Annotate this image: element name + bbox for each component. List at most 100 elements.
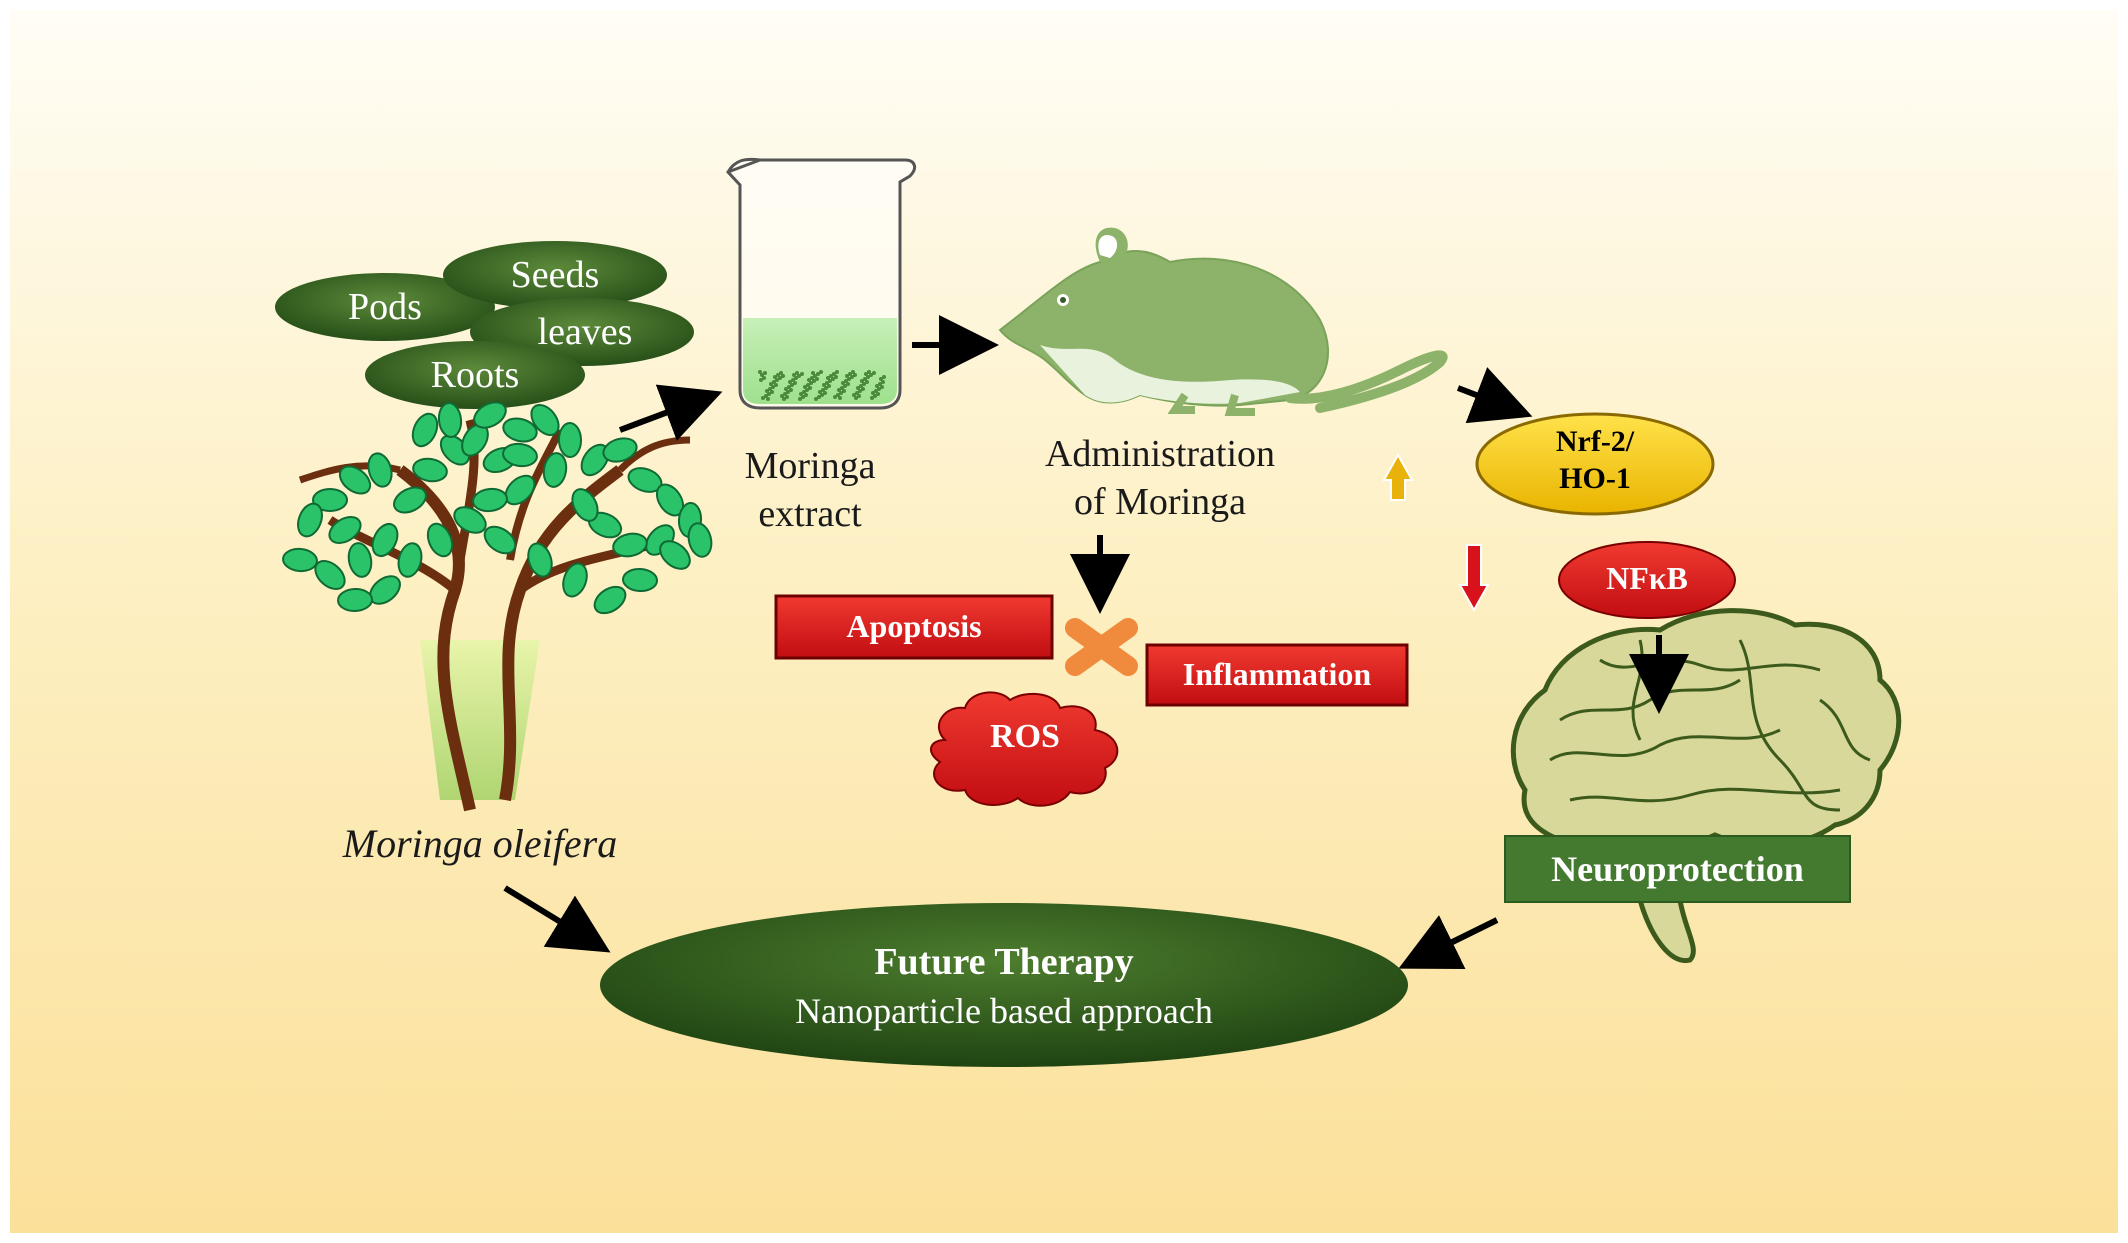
speckle xyxy=(797,374,801,378)
speckle xyxy=(854,396,858,400)
leaf xyxy=(314,559,346,591)
speckle xyxy=(766,397,770,401)
speckle xyxy=(839,391,843,395)
speckle xyxy=(862,382,866,386)
speckle xyxy=(876,392,880,396)
apoptosis-label: Apoptosis xyxy=(846,608,982,644)
speckle xyxy=(785,395,789,399)
speckle xyxy=(857,394,861,398)
leaf xyxy=(502,442,538,468)
pods-label: Pods xyxy=(348,286,422,328)
speckle xyxy=(834,375,838,379)
speckle xyxy=(822,383,826,387)
leaf xyxy=(426,522,454,558)
leaf xyxy=(453,506,487,534)
speckle xyxy=(828,379,832,383)
roots-label: Roots xyxy=(430,354,520,396)
speckle xyxy=(775,378,779,382)
speckle xyxy=(844,379,848,383)
ros-cloud xyxy=(930,691,1119,807)
leaf xyxy=(437,402,463,438)
speckle xyxy=(832,372,836,376)
speckle xyxy=(802,390,806,394)
leaf xyxy=(338,465,372,495)
leaf xyxy=(612,532,648,558)
speckle xyxy=(806,383,810,387)
leaf xyxy=(393,486,427,514)
leaf xyxy=(659,540,691,570)
apoptosis-box xyxy=(774,594,1054,660)
nrf2-label-line1: Nrf-2/ xyxy=(1555,425,1635,458)
speckle xyxy=(840,386,844,390)
speckle xyxy=(779,371,783,375)
neuroprotection-label: Neuroprotection xyxy=(1551,849,1804,889)
leaf xyxy=(527,542,553,578)
speckle xyxy=(825,381,829,385)
speckle xyxy=(858,389,862,393)
speckle xyxy=(772,380,776,384)
speckle xyxy=(878,382,882,386)
arrow-mouse-to-nrf2 xyxy=(1456,367,1533,424)
speckle xyxy=(789,388,793,392)
speckle xyxy=(801,395,805,399)
speckle xyxy=(874,389,878,393)
neuroprotection-box xyxy=(1504,835,1851,903)
speckle xyxy=(778,376,782,380)
cross-icon xyxy=(1065,618,1138,676)
speckle xyxy=(845,374,849,378)
speckle xyxy=(882,375,886,379)
speckle xyxy=(877,387,881,391)
speckle xyxy=(812,379,816,383)
speckle xyxy=(875,384,879,388)
brain-gyrus xyxy=(1599,658,1821,672)
speckle xyxy=(800,372,804,376)
speckle xyxy=(866,375,870,379)
speckle xyxy=(851,370,855,374)
mouse-icon xyxy=(998,227,1448,416)
arrow-plant-to-therapy xyxy=(503,885,611,953)
speckle xyxy=(842,389,846,393)
speckle xyxy=(770,390,774,394)
speckle xyxy=(848,372,852,376)
speckle xyxy=(792,373,796,377)
nfkb-label: NFκB xyxy=(1606,560,1688,596)
speckle xyxy=(827,384,831,388)
admin-label-line1: Administration xyxy=(1044,433,1276,475)
beaker-icon xyxy=(726,157,917,410)
speckle xyxy=(795,371,799,375)
speckle xyxy=(808,386,812,390)
arrow-tree-to-extract xyxy=(618,384,723,441)
speckle xyxy=(837,388,841,392)
speckle xyxy=(805,388,809,392)
leaf xyxy=(602,437,638,463)
speckle xyxy=(763,371,767,375)
speckle xyxy=(781,374,785,378)
leaf xyxy=(412,457,448,483)
speckle xyxy=(769,382,773,386)
speckle xyxy=(814,397,818,401)
leaf xyxy=(593,585,627,615)
speckle xyxy=(836,393,840,397)
leaf xyxy=(473,401,507,429)
brain-gyrus xyxy=(1738,639,1841,812)
speckle xyxy=(793,381,797,385)
nfkb-oval xyxy=(1558,541,1736,619)
speckle xyxy=(821,388,825,392)
inflammation-label: Inflammation xyxy=(1182,656,1372,692)
extract-label-line1: Moringa xyxy=(744,445,876,487)
speckle xyxy=(815,377,819,381)
speckle xyxy=(859,384,863,388)
speckle xyxy=(810,376,814,380)
speckle xyxy=(881,380,885,384)
speckle xyxy=(838,396,842,400)
leaf xyxy=(504,474,536,506)
speckle xyxy=(758,370,762,374)
pods-oval xyxy=(275,273,495,341)
speckle xyxy=(831,377,835,381)
leaf xyxy=(397,542,423,578)
leaf xyxy=(347,542,373,578)
speckle xyxy=(856,386,860,390)
speckle xyxy=(813,374,817,378)
speckle xyxy=(761,396,765,400)
